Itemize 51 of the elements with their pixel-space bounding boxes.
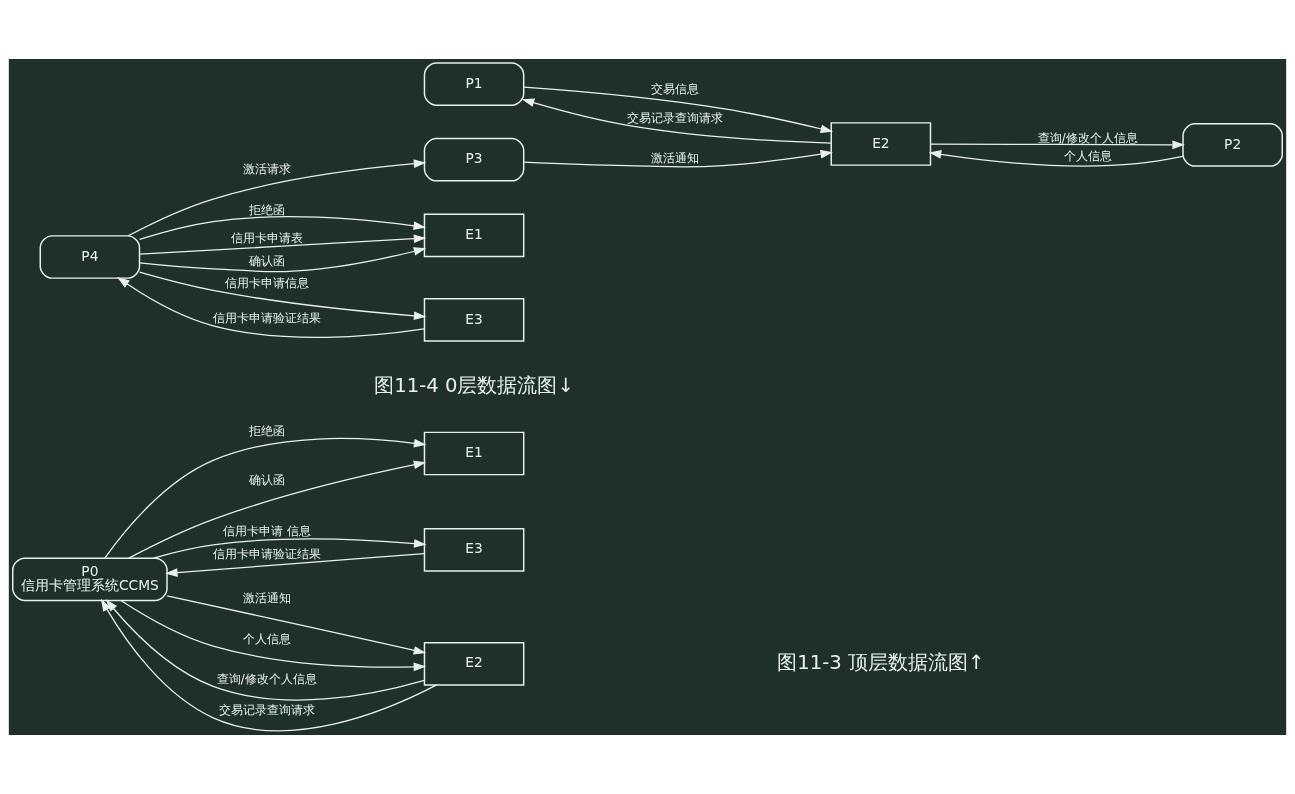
node-box: P4: [39, 235, 141, 279]
arrow: [117, 277, 425, 338]
arrow: [165, 552, 425, 577]
arrow: [153, 538, 427, 559]
arrow: [100, 598, 438, 732]
edge-label: 个人信息: [242, 631, 291, 646]
node-box: P3: [423, 137, 525, 182]
arrow: [128, 460, 427, 559]
node-box: P1: [423, 62, 525, 106]
label: 图11-4 0层数据流图↓: [374, 373, 574, 397]
edge-label: 拒绝函: [248, 424, 285, 439]
edge-label: 交易信息: [651, 82, 700, 97]
edge-label: 信用卡申请 信息: [222, 523, 311, 538]
node-box: E3: [423, 527, 525, 572]
edge-label: 交易记录查询请求: [627, 110, 724, 125]
edge-label: 确认函: [248, 254, 285, 269]
edge-label: 交易记录查询请求: [218, 703, 315, 718]
node-box: P2: [1182, 123, 1283, 167]
label: 图11-3 顶层数据流图↑: [777, 650, 985, 674]
edge-label: 信用卡申请信息: [224, 276, 309, 291]
node-box: E2: [423, 641, 525, 686]
arrow: [138, 271, 427, 321]
edge-label: 激活通知: [242, 591, 291, 606]
arrow: [120, 599, 427, 672]
node-box: E3: [423, 298, 525, 342]
arrow: [523, 86, 833, 134]
arrow: [523, 149, 833, 168]
arrow: [139, 234, 427, 255]
node-box: E1: [423, 431, 525, 476]
edge-label: 个人信息: [1063, 149, 1112, 164]
edge-label: 激活通知: [651, 151, 700, 166]
node-box: E1: [423, 213, 525, 258]
arrow: [138, 216, 426, 241]
edge-label: 查询/修改个人信息: [216, 672, 317, 687]
arrow: [104, 437, 427, 559]
arrow: [521, 98, 832, 144]
edge-label: 激活请求: [242, 162, 291, 177]
edge-label: 查询/修改个人信息: [1037, 130, 1138, 145]
arrow: [929, 140, 1185, 150]
edge-label: 拒绝函: [248, 203, 285, 218]
node-box: P0 信用卡管理系统CCMS: [12, 557, 168, 602]
edge-label: 信用卡申请验证结果: [212, 547, 321, 562]
edge-label: 确认函: [248, 472, 285, 487]
arrow: [105, 599, 426, 701]
edge-label: 信用卡申请表: [230, 230, 303, 245]
node-box: E2: [830, 122, 932, 166]
arrow: [928, 150, 1184, 167]
edge-label: 信用卡申请验证结果: [212, 311, 321, 326]
arrow: [166, 595, 427, 655]
arrow: [127, 159, 427, 237]
arrow: [138, 247, 427, 273]
